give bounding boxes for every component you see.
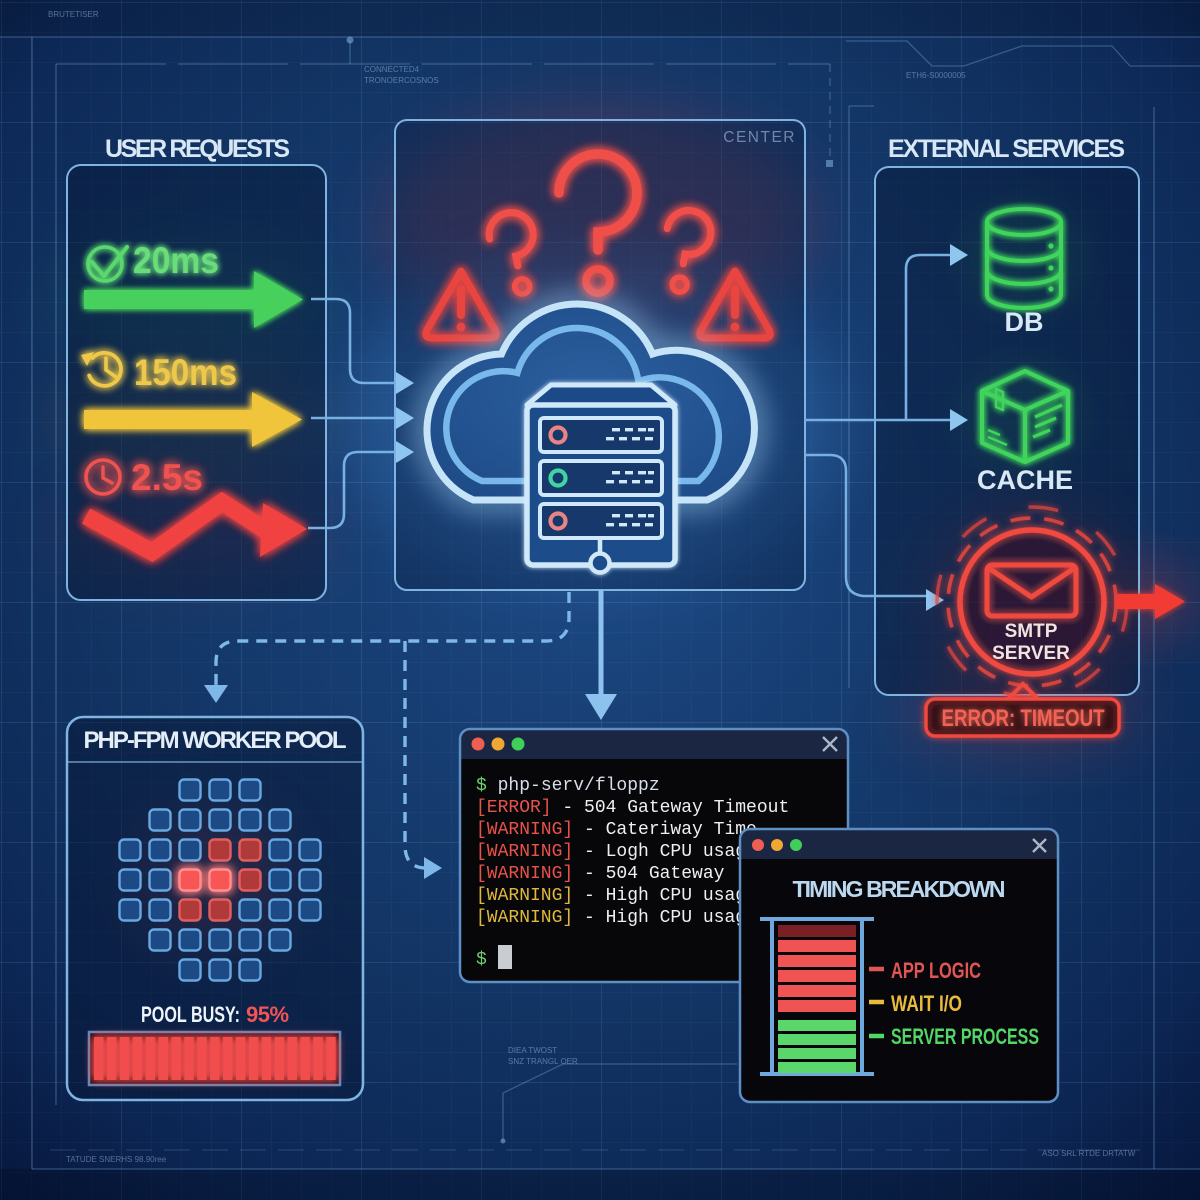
- svg-text:DB: DB: [1005, 307, 1044, 337]
- svg-text:150ms: 150ms: [134, 352, 237, 393]
- svg-text:SNZ TRANGL OER: SNZ TRANGL OER: [508, 1057, 578, 1066]
- svg-text:CACHE: CACHE: [977, 465, 1073, 495]
- svg-text:95%: 95%: [246, 1002, 289, 1027]
- svg-text:CENTER: CENTER: [723, 129, 796, 146]
- svg-text:TRONOERCOSNOS: TRONOERCOSNOS: [364, 76, 439, 85]
- svg-text:WAIT I/O: WAIT I/O: [891, 991, 962, 1016]
- svg-text:[WARNING] - Cateriway Time: [WARNING] - Cateriway Time: [476, 820, 757, 840]
- svg-text:SERVER PROCESS: SERVER PROCESS: [891, 1024, 1039, 1049]
- svg-text:ERROR: TIMEOUT: ERROR: TIMEOUT: [942, 705, 1105, 732]
- svg-text:SMTP: SMTP: [1005, 621, 1058, 642]
- svg-text:ETH6-S0000005: ETH6-S0000005: [906, 71, 966, 80]
- svg-text:[WARNING] - Logh CPU usag: [WARNING] - Logh CPU usag: [476, 842, 746, 862]
- svg-text:BRUTETISER: BRUTETISER: [48, 10, 99, 19]
- svg-text:TIMING BREAKDOWN: TIMING BREAKDOWN: [793, 876, 1006, 902]
- svg-text:DIEA TWOST: DIEA TWOST: [508, 1046, 557, 1055]
- svg-text:$ php-serv/floppz: $ php-serv/floppz: [476, 776, 660, 796]
- svg-text:$: $: [476, 950, 487, 970]
- svg-text:SERVER: SERVER: [992, 643, 1070, 664]
- svg-text:2.5s: 2.5s: [131, 457, 203, 498]
- svg-text:ASO SRL RTDE DRTATW: ASO SRL RTDE DRTATW: [1042, 1149, 1136, 1158]
- svg-text:[ERROR] - 504 Gateway Timeout: [ERROR] - 504 Gateway Timeout: [476, 798, 789, 818]
- svg-text:PHP-FPM WORKER POOL: PHP-FPM WORKER POOL: [84, 727, 347, 754]
- svg-text:POOL BUSY:: POOL BUSY:: [141, 1002, 240, 1027]
- svg-text:[WARNING] - 504 Gateway: [WARNING] - 504 Gateway: [476, 864, 725, 884]
- svg-text:CONNECTED4: CONNECTED4: [364, 65, 420, 74]
- svg-text:USER REQUESTS: USER REQUESTS: [105, 135, 290, 163]
- svg-text:TATUDE SNERHS 98.90ree: TATUDE SNERHS 98.90ree: [66, 1155, 167, 1164]
- svg-text:[WARNING] - High CPU usag: [WARNING] - High CPU usag: [476, 908, 746, 928]
- svg-text:20ms: 20ms: [133, 240, 219, 281]
- svg-text:EXTERNAL SERVICES: EXTERNAL SERVICES: [888, 135, 1125, 163]
- svg-text:[WARNING] - High CPU usag: [WARNING] - High CPU usag: [476, 886, 746, 906]
- svg-text:APP LOGIC: APP LOGIC: [891, 958, 981, 983]
